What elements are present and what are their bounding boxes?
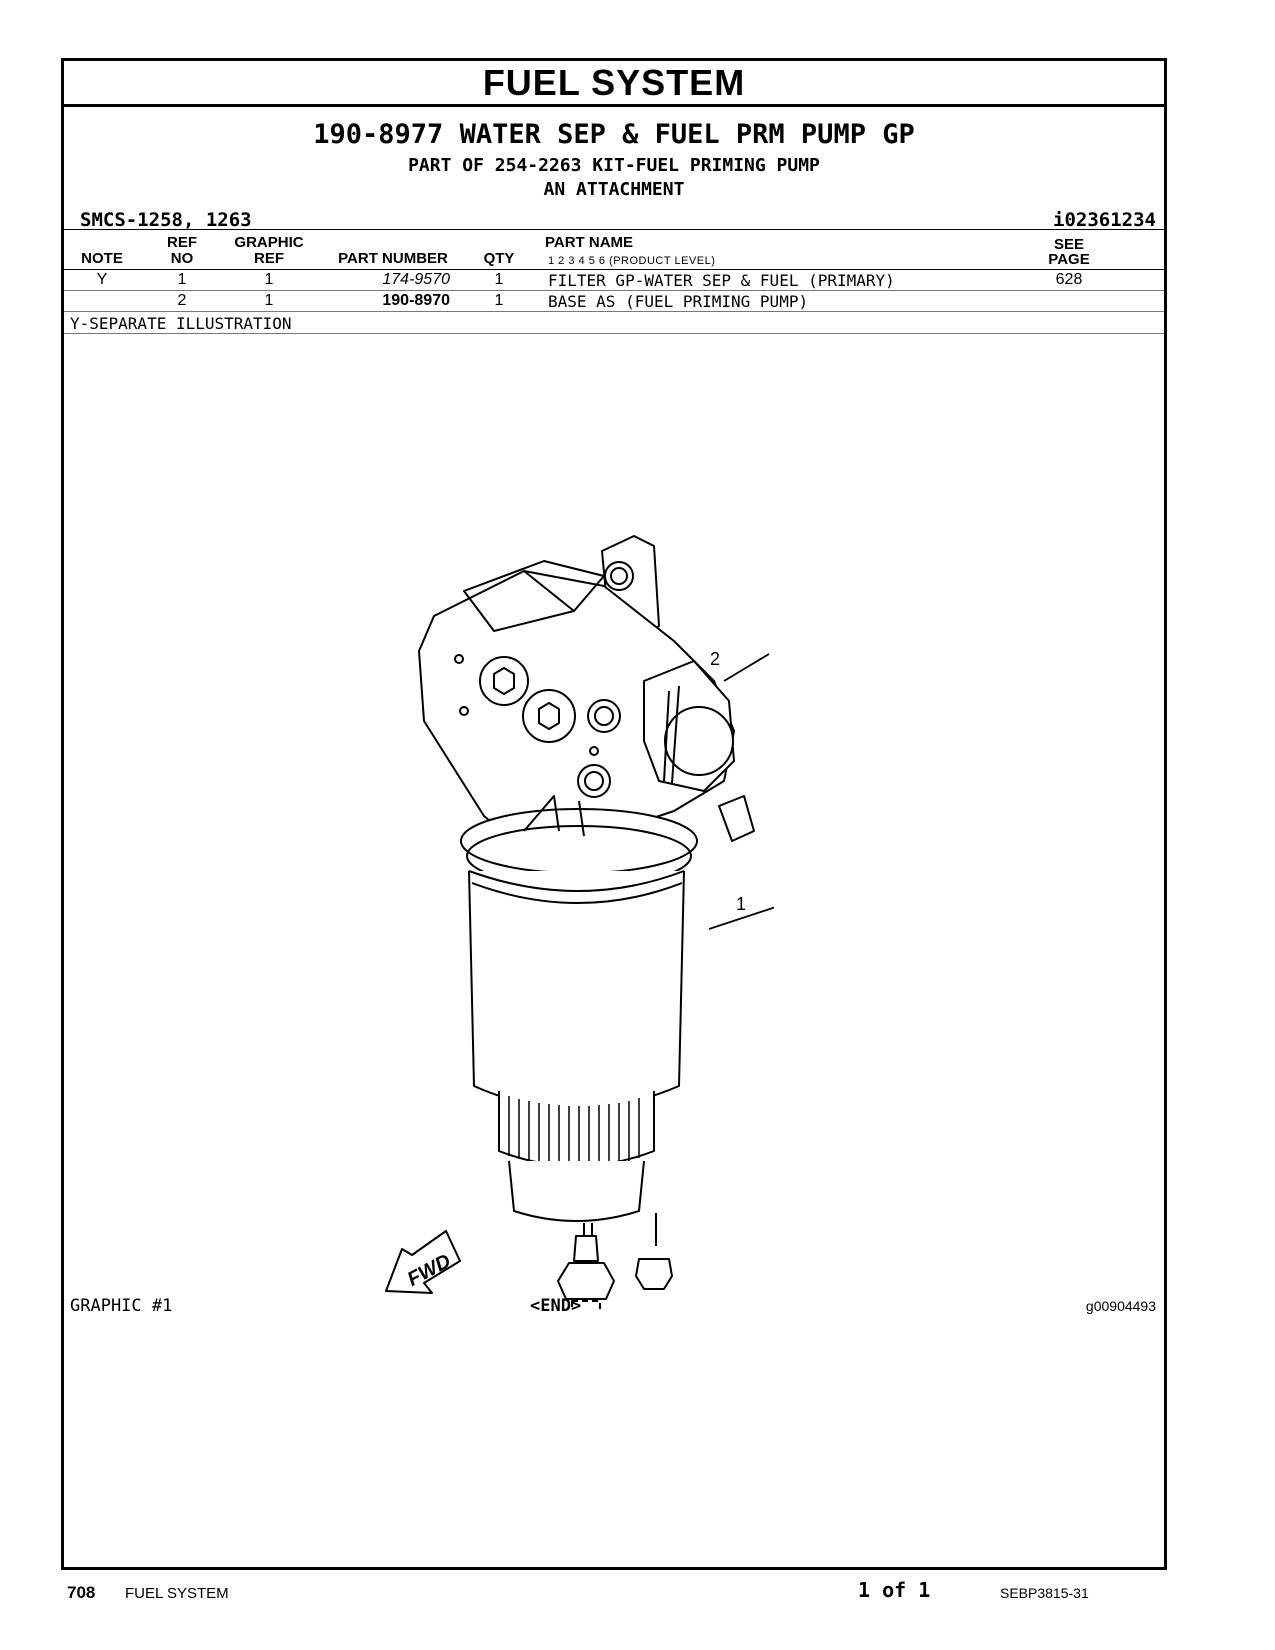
attachment-line: AN ATTACHMENT — [543, 179, 685, 200]
section-title: FUEL SYSTEM — [64, 61, 1164, 107]
footer-section: FUEL SYSTEM — [125, 1585, 229, 1602]
row1-note: Y — [96, 271, 108, 288]
end-marker: <END> — [530, 1296, 582, 1316]
row2-part-number[interactable]: 190-8970 — [382, 292, 450, 309]
row1-qty: 1 — [494, 271, 504, 288]
col-graphic-ref-line1: GRAPHIC — [234, 234, 304, 251]
col-ref-no-line1: REF — [167, 234, 197, 251]
col-graphic-ref-line2: REF — [254, 250, 284, 267]
callout-2: 2 — [710, 649, 721, 669]
table-top-rule — [64, 229, 1164, 230]
col-ref-no-line2: NO — [170, 250, 194, 267]
row1-part-name: FILTER GP-WATER SEP & FUEL (PRIMARY) — [548, 271, 895, 290]
col-note: NOTE — [81, 250, 123, 267]
row1-ref-no: 1 — [177, 271, 187, 288]
row2-ref-no: 2 — [177, 292, 187, 309]
group-title: 190-8977 WATER SEP & FUEL PRM PUMP GP — [313, 119, 915, 150]
col-see-page-line1: SEE — [1053, 236, 1084, 253]
col-part-number: PART NUMBER — [338, 250, 448, 267]
col-part-name: PART NAME — [545, 234, 634, 251]
fuel-filter-drawing: FWD — [385, 535, 795, 1327]
row-divider — [64, 290, 1164, 291]
row2-qty: 1 — [494, 292, 504, 309]
parts-illustration: FWD — [314, 531, 795, 1327]
row2-graphic-ref: 1 — [264, 292, 274, 309]
footer-page-count: 1 of 1 — [858, 1578, 931, 1602]
row1-graphic-ref: 1 — [264, 271, 274, 288]
col-product-level: 1 2 3 4 5 6 (PRODUCT LEVEL) — [548, 255, 716, 267]
row-divider — [64, 311, 1164, 312]
footer-doc-number: SEBP3815-31 — [1000, 1585, 1089, 1601]
callout-1: 1 — [736, 894, 747, 914]
note-legend: Y-SEPARATE ILLUSTRATION — [70, 314, 292, 333]
table-header-rule — [64, 269, 1164, 270]
row1-part-number[interactable]: 174-9570 — [382, 271, 450, 288]
footer-page-number: 708 — [67, 1583, 96, 1602]
page-frame: FUEL SYSTEM 190-8977 WATER SEP & FUEL PR… — [61, 58, 1167, 1570]
row-divider — [64, 333, 1164, 334]
col-see-page-line2: PAGE — [1048, 251, 1090, 268]
row1-see-page[interactable]: 628 — [1055, 271, 1083, 288]
row2-part-name: BASE AS (FUEL PRIMING PUMP) — [548, 292, 809, 311]
smcs-code: SMCS-1258, 1263 — [80, 209, 252, 231]
part-of-line: PART OF 254-2263 KIT-FUEL PRIMING PUMP — [408, 155, 820, 176]
col-qty: QTY — [483, 250, 515, 267]
graphic-label: GRAPHIC #1 — [70, 1296, 173, 1316]
graphic-number: g00904493 — [1085, 1298, 1156, 1314]
document-id: i02361234 — [1053, 209, 1156, 231]
